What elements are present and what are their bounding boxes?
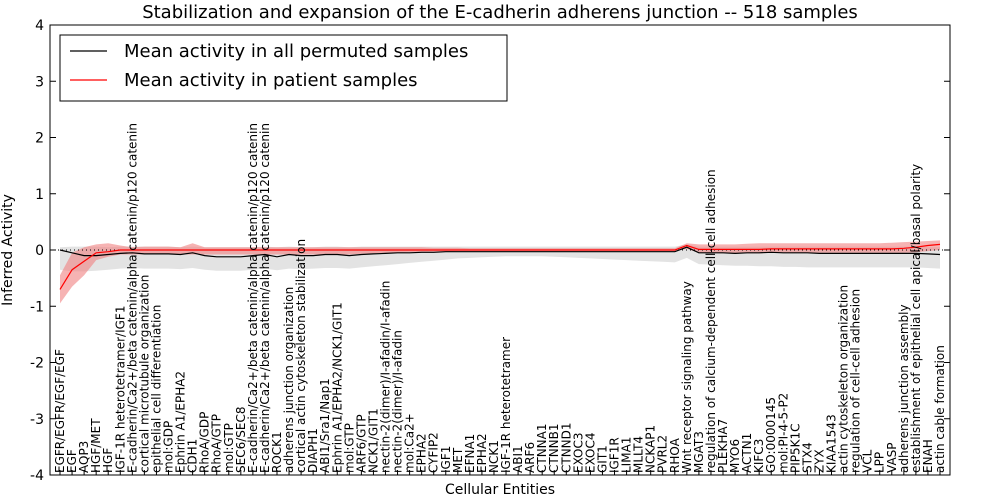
- x-tick-label: AQP3: [77, 441, 91, 473]
- y-tick-label: 1: [35, 187, 44, 203]
- y-axis-label: Inferred Activity: [0, 194, 16, 306]
- x-tick-label: NCKAP1: [644, 425, 658, 473]
- x-tick-label: IGF1R: [608, 437, 622, 473]
- x-tick-label: E-cadherin/Ca2+/beta catenin/alpha caten…: [125, 123, 139, 473]
- x-tick-label: establishment of epithelial cell apical/…: [909, 164, 923, 473]
- x-tick-label: ROCK1: [270, 431, 284, 473]
- x-tick-label: cortical actin cytoskeleton stabilizatio…: [294, 239, 308, 473]
- x-tick-label: RhoA/GDP: [198, 412, 212, 473]
- x-tick-label: LPP: [873, 452, 887, 473]
- x-tick-label: CYFIP2: [427, 432, 441, 473]
- legend: Mean activity in all permuted samplesMea…: [59, 34, 508, 102]
- y-tick-label: 0: [35, 243, 44, 259]
- x-tick-label: STX4: [800, 442, 814, 473]
- x-tick-label: ABI1/Sra1/Nap1: [318, 378, 332, 473]
- x-tick-label: mol:GTP: [222, 423, 236, 473]
- x-tick-label: HGF/MET: [89, 418, 103, 473]
- x-tick-label: ABI1: [511, 445, 525, 473]
- x-tick-label: actin cytoskeleton organization: [837, 285, 851, 473]
- x-tick-label: NCK1/GIT1: [366, 408, 380, 473]
- x-tick-label: EXOC4: [583, 433, 597, 474]
- x-tick-label: EGF: [65, 449, 79, 473]
- x-tick-label: Wnt receptor signaling pathway: [680, 281, 694, 473]
- x-tick-label: mol:PI-4-5-P2: [776, 393, 790, 473]
- x-tick-label: actin cable formation: [933, 345, 947, 473]
- y-tick-label: -1: [30, 299, 44, 315]
- x-tick-label: ACTN1: [740, 433, 754, 473]
- x-tick-label: CDH1: [186, 439, 200, 473]
- x-tick-label: cortical microtubule organization: [137, 275, 151, 473]
- x-tick-label: RhoA/GTP: [210, 414, 224, 473]
- x-tick-label: CTNNA1: [535, 423, 549, 473]
- legend-label-1: Mean activity in patient samples: [124, 70, 418, 91]
- x-tick-label: EFNA1: [463, 434, 477, 473]
- x-tick-label: ENAH: [921, 439, 935, 473]
- x-tick-label: GIT1: [596, 445, 610, 473]
- plot-area: -4-3-2-101234EGFR/EGFR/EGF/EGFEGFAQP3HGF…: [30, 18, 951, 484]
- x-tick-label: mol:GDP: [162, 421, 176, 473]
- x-tick-label: E-cadherin/Ca2+/beta catenin/alpha caten…: [258, 123, 272, 473]
- x-tick-label: E-cadherin/Ca2+/beta catenin/alpha caten…: [246, 123, 260, 473]
- x-tick-label: adherens junction assembly: [897, 304, 911, 473]
- x-tick-label: IGF1: [439, 446, 453, 473]
- x-tick-label: mol:GTP: [342, 423, 356, 473]
- chart-title: Stabilization and expansion of the E-cad…: [142, 2, 858, 23]
- x-tick-label: VCL: [861, 449, 875, 473]
- x-tick-label: SEC6/SEC8: [234, 407, 248, 473]
- x-tick-label: EGFR/EGFR/EGF/EGF: [53, 349, 67, 473]
- x-tick-label: MYO6: [728, 439, 742, 473]
- x-tick-label: ZYX: [813, 449, 827, 473]
- x-tick-label: HGF: [101, 448, 115, 473]
- y-tick-label: -4: [30, 468, 44, 484]
- x-tick-label: ARF6: [523, 442, 537, 473]
- x-tick-label: PVRL2: [656, 435, 670, 473]
- x-tick-label: IGF-1R heterotetramer/IGF1: [113, 306, 127, 473]
- x-tick-label: DIAPH1: [306, 428, 320, 473]
- x-tick-label: CTNND1: [559, 422, 573, 473]
- x-tick-label: MGAT3: [692, 431, 706, 473]
- x-tick-label: Ephrin A1/EPHA2/NCK1/GIT1: [330, 302, 344, 473]
- legend-label-0: Mean activity in all permuted samples: [124, 41, 468, 62]
- x-axis-label: Cellular Entities: [445, 482, 555, 498]
- x-tick-label: CTNNB1: [547, 423, 561, 473]
- y-tick-label: -2: [30, 356, 44, 372]
- x-tick-label: nectin-2(dimer)/I-afadin/I-afadin: [379, 281, 393, 473]
- x-tick-label: ARF6/GTP: [354, 414, 368, 473]
- legend-box: [59, 34, 508, 102]
- x-tick-label: nectin-2(dimer)/I-afadin: [391, 330, 405, 473]
- x-tick-label: regulation of calcium-dependent cell-cel…: [704, 169, 718, 473]
- x-tick-label: PIP5K1C: [788, 423, 802, 473]
- x-tick-label: LIMA1: [620, 437, 634, 473]
- y-tick-label: 4: [35, 18, 44, 34]
- x-tick-label: adherens junction organization: [282, 287, 296, 473]
- x-tick-label: MET: [451, 447, 465, 473]
- x-tick-label: EXOC3: [571, 433, 585, 474]
- series-1-line: [59, 243, 941, 290]
- x-tick-label: EPHA2: [415, 433, 429, 473]
- x-tick-label: Ephrin A1/EPHA2: [174, 371, 188, 473]
- series-0-line: [59, 246, 941, 258]
- x-tick-label: GO:0000145: [764, 397, 778, 473]
- y-tick-label: -3: [30, 412, 44, 428]
- x-tick-label: MLLT4: [632, 436, 646, 473]
- x-tick-label: KIFC3: [752, 439, 766, 473]
- x-tick-label: NCK1: [487, 440, 501, 473]
- x-tick-label: IGF-1R heterotetramer: [499, 337, 513, 473]
- x-tick-label: RHOA: [668, 437, 682, 473]
- x-tick-label: VASP: [885, 442, 899, 473]
- y-tick-label: 3: [35, 74, 44, 90]
- y-tick-label: 2: [35, 131, 44, 147]
- x-tick-label: KIAA1543: [825, 414, 839, 473]
- x-tick-label: EPHA2: [475, 433, 489, 473]
- x-tick-label: epithelial cell differentiation: [149, 305, 163, 473]
- x-tick-label: PLEKHA7: [716, 419, 730, 473]
- x-tick-label: mol:Ca2+: [403, 413, 417, 473]
- x-tick-label: regulation of cell-cell adhesion: [849, 289, 863, 473]
- series-1-band: [60, 240, 940, 304]
